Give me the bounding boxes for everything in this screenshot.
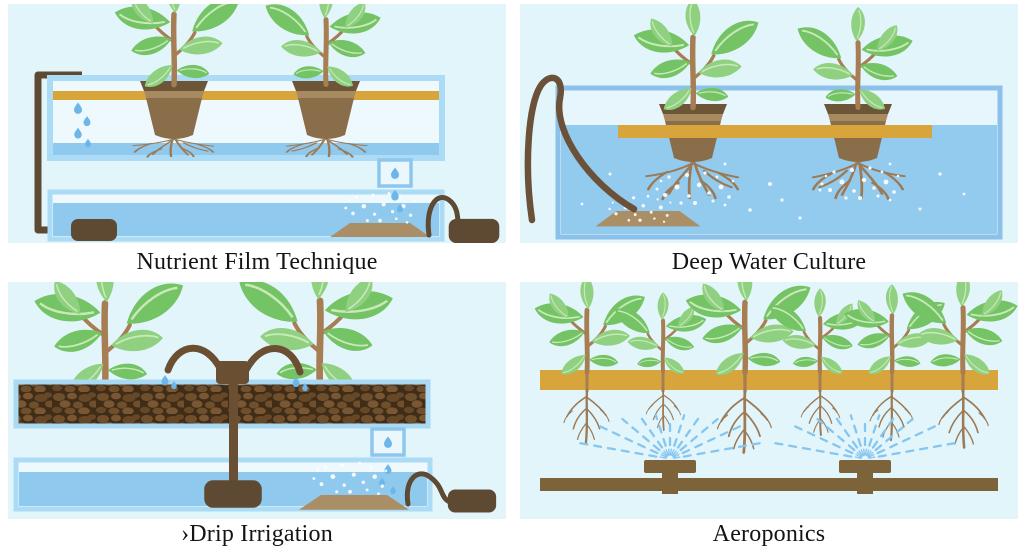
nft-drain-box <box>379 160 411 186</box>
caption-aeroponics: Aeroponics <box>712 520 826 547</box>
panel-deep-water-culture: Deep Water Culture <box>520 4 1018 282</box>
nft-grow-channel <box>47 75 445 161</box>
dwc-air-tube <box>524 74 638 224</box>
drip-irrigation-illustration <box>8 282 506 519</box>
aero-plant <box>611 292 709 431</box>
dwc-floating-raft <box>618 125 932 138</box>
panel-aeroponics: Aeroponics <box>520 282 1018 550</box>
caption-nutrient-film-technique: Nutrient Film Technique <box>136 248 378 275</box>
aero-plant <box>842 284 950 442</box>
deep-water-culture-illustration <box>520 4 1018 243</box>
panel-nutrient-film-technique: Nutrient Film Technique <box>8 4 506 282</box>
caption-deep-water-culture: Deep Water Culture <box>671 248 867 275</box>
aero-plant <box>683 282 817 454</box>
aero-plant <box>765 288 868 436</box>
nft-water-pump <box>71 219 117 241</box>
aero-support-board <box>540 370 998 390</box>
aeroponics-illustration <box>520 282 1018 519</box>
aero-plant <box>897 282 1018 449</box>
dwc-bubbles <box>580 162 966 223</box>
panel-drip-irrigation: ›Drip Irrigation <box>8 282 506 550</box>
aero-base-pipe <box>540 478 998 491</box>
drip-pump-and-manifold <box>161 344 308 508</box>
caption-drip-irrigation: ›Drip Irrigation <box>181 520 333 547</box>
nft-air-pump <box>448 218 500 243</box>
drip-air-pump <box>447 489 497 513</box>
drip-grow-bed <box>13 379 431 429</box>
aero-plants <box>532 282 1018 454</box>
drip-air-tube <box>404 471 453 507</box>
drip-drain-box <box>372 429 404 455</box>
nutrient-film-technique-illustration <box>8 4 506 243</box>
aero-plant <box>532 282 650 444</box>
